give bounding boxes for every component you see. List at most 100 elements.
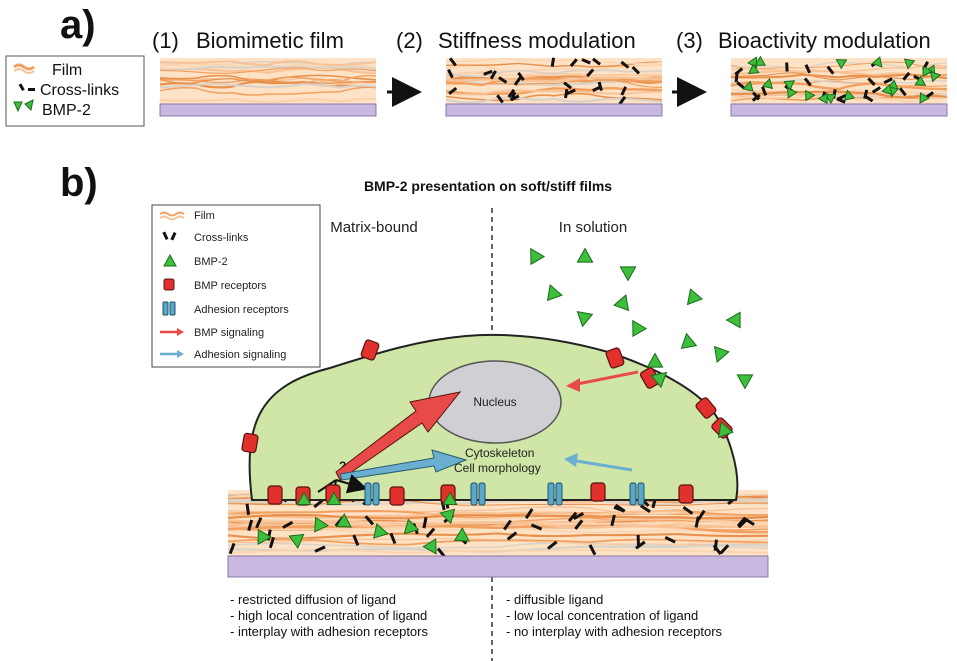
step-3-title: Bioactivity modulation (718, 28, 931, 53)
film-fiber (445, 69, 663, 78)
bmp2-molecule (335, 512, 352, 528)
film-fiber (445, 89, 663, 96)
film-step-2 (445, 57, 663, 117)
cross-link (572, 512, 585, 520)
cross-link (719, 544, 730, 555)
cross-link (863, 89, 869, 99)
film-step-3 (730, 55, 948, 117)
right-note-3: - no interplay with adhesion receptors (506, 624, 723, 639)
legend-a-bmp2: BMP-2 (42, 102, 91, 119)
nucleus-label: Nucleus (473, 395, 516, 409)
bmp2-molecule (288, 533, 305, 549)
legend-b-film: Film (194, 210, 215, 222)
cross-link (550, 57, 556, 67)
left-note-1: - restricted diffusion of ligand (230, 592, 396, 607)
legend-b-box (151, 204, 321, 368)
cross-link (734, 67, 744, 76)
bmp2-molecule (453, 526, 470, 542)
free-bmp2 (613, 294, 630, 312)
column-matrix-bound: Matrix-bound (330, 219, 418, 236)
cross-link (389, 532, 397, 545)
free-bmp2 (632, 319, 648, 338)
cross-link (804, 64, 812, 74)
film-fiber (445, 75, 663, 84)
adhesion-receptor (470, 482, 478, 506)
free-bmp2 (546, 284, 563, 302)
cross-link (639, 504, 651, 513)
cross-link (592, 57, 601, 66)
legend-b-bmp-signal-swatch (160, 328, 184, 336)
film-fiber (159, 83, 377, 89)
cross-link (631, 65, 641, 75)
free-bmp2 (576, 247, 594, 263)
free-bmp2 (713, 345, 730, 363)
cross-link (498, 76, 508, 84)
adhesion-receptor (372, 482, 380, 506)
substrate (730, 103, 948, 117)
adhesion-receptor (555, 482, 563, 506)
free-bmp2 (725, 311, 741, 329)
legend-a-film: Film (52, 62, 82, 79)
film-fiber (445, 76, 663, 83)
cross-link (736, 516, 747, 527)
bound-bmp2 (442, 491, 458, 505)
bmp2-molecule (403, 518, 420, 535)
cross-link (610, 514, 616, 527)
cross-link (588, 544, 597, 556)
cross-link (682, 506, 694, 515)
film-fiber (445, 77, 663, 87)
legend-b-crosslinks: Cross-links (194, 232, 249, 244)
cross-link (734, 73, 739, 83)
cross-link (510, 94, 520, 102)
cross-link (564, 88, 569, 99)
film-fiber (445, 79, 663, 89)
bmp-receptor (389, 486, 405, 506)
legend-b-crosslink-swatch (162, 231, 177, 241)
bmp2-molecule (930, 71, 942, 83)
bmp2-molecule (314, 516, 329, 533)
cross-link (547, 540, 558, 550)
bmp2-molecule (922, 65, 933, 78)
cross-link (268, 536, 275, 549)
legend-b-adhesion-signaling: Adhesion signaling (194, 349, 286, 361)
cross-link (902, 71, 911, 81)
bmp2-molecule (761, 77, 774, 90)
cross-link (364, 515, 375, 526)
cross-link (314, 545, 326, 553)
right-note-2: - low local concentration of ligand (506, 608, 698, 623)
column-in-solution: In solution (559, 219, 627, 236)
film-fiber (445, 96, 663, 104)
cross-link (255, 517, 263, 529)
cell-morphology-label: Cell morphology (454, 461, 541, 475)
cross-link (448, 57, 457, 67)
cross-link (352, 534, 360, 546)
cross-link (563, 81, 573, 90)
film-fiber (730, 64, 948, 73)
cross-link (530, 523, 543, 531)
bound-bmp2 (296, 491, 312, 505)
bmp2-molecule (373, 523, 389, 539)
legend-b-bmp-signaling: BMP signaling (194, 327, 264, 339)
bmp2-molecule (843, 89, 856, 101)
panel-b-title: BMP-2 presentation on soft/stiff films (364, 178, 612, 194)
cross-link (425, 527, 436, 538)
bmp-receptor (241, 432, 259, 454)
cross-link (422, 517, 428, 529)
cross-link (836, 97, 846, 104)
bmp2-molecule (817, 92, 828, 105)
film-step-1 (159, 58, 377, 117)
adhesion-receptor (637, 482, 645, 506)
cross-link (592, 85, 602, 93)
cytoskeleton-label: Cytoskeleton (465, 446, 534, 460)
step-2-title: Stiffness modulation (438, 28, 636, 53)
film-fiber (227, 541, 769, 549)
cross-link (247, 519, 254, 532)
step-2-number: (2) (396, 28, 423, 53)
bmp-receptor (678, 484, 694, 504)
bmp-receptor (267, 485, 283, 505)
step-3-number: (3) (676, 28, 703, 53)
substrate (445, 103, 663, 117)
bmp2-molecule (903, 58, 916, 70)
legend-b-adhesion-signal-swatch (160, 350, 184, 358)
cross-link (503, 519, 512, 531)
